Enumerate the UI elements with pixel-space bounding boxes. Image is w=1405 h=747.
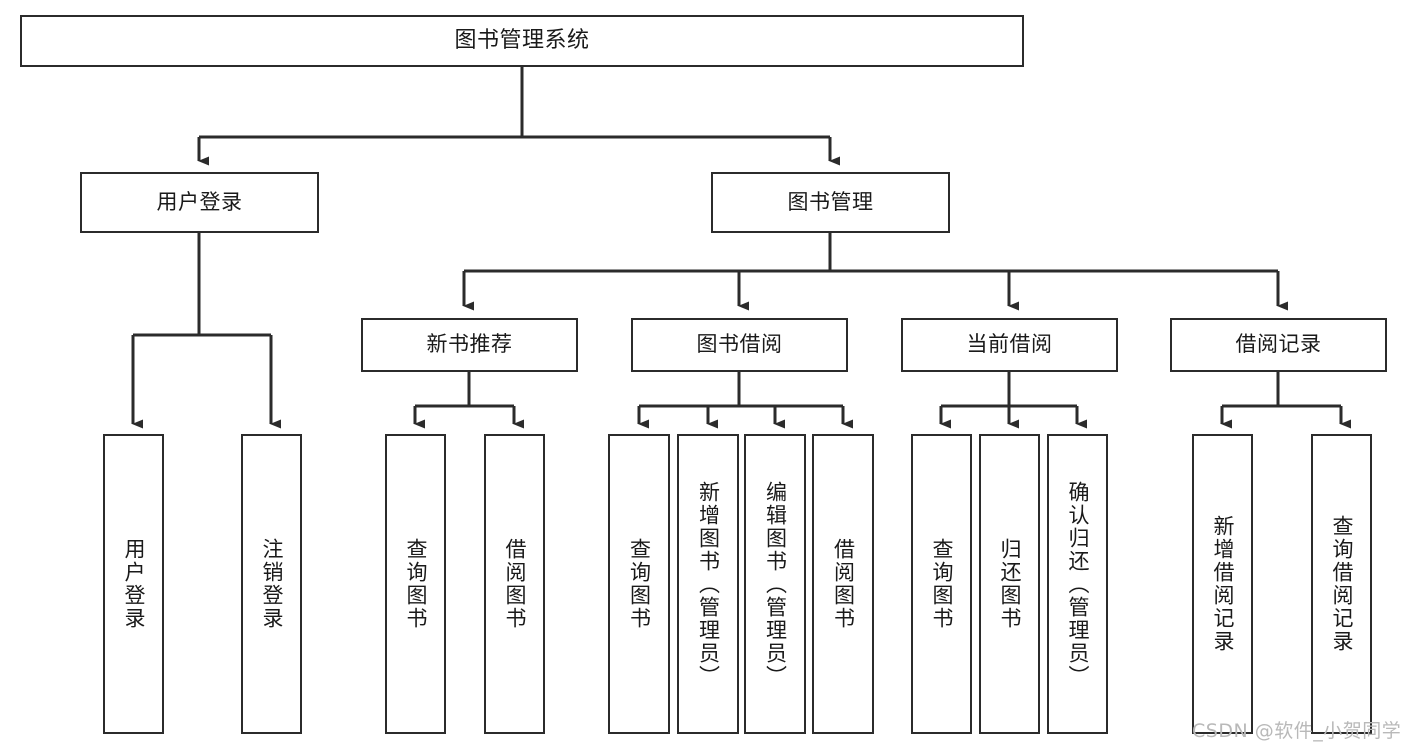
- node-user-login[interactable]: 用户登录: [80, 172, 319, 233]
- node-label: 图书借阅: [696, 332, 783, 357]
- leaf-query-book-recommend[interactable]: 查询图书: [385, 434, 446, 734]
- node-label: 用户登录: [156, 189, 243, 214]
- leaf-confirm-return-admin[interactable]: 确认归还（管理员）: [1047, 434, 1108, 734]
- csdn-watermark: CSDN @软件_小贺同学: [1192, 720, 1402, 742]
- node-label: 注销登录: [260, 538, 284, 630]
- leaf-logout[interactable]: 注销登录: [241, 434, 302, 734]
- node-label: 借阅图书: [831, 538, 856, 630]
- node-label: 归还图书: [998, 538, 1022, 630]
- node-book-borrow[interactable]: 图书借阅: [631, 318, 848, 372]
- node-label: 确认归还（管理员）: [1066, 480, 1090, 688]
- leaf-user-login[interactable]: 用户登录: [103, 434, 164, 734]
- node-label: 新书推荐: [426, 332, 513, 357]
- leaf-add-book-admin[interactable]: 新增图书（管理员）: [677, 434, 739, 734]
- leaf-add-borrow-record[interactable]: 新增借阅记录: [1192, 434, 1253, 734]
- node-current-borrow[interactable]: 当前借阅: [901, 318, 1118, 372]
- leaf-query-book-current[interactable]: 查询图书: [911, 434, 972, 734]
- node-label: 用户登录: [122, 538, 146, 630]
- node-label: 新增借阅记录: [1211, 515, 1235, 653]
- leaf-query-book-borrow[interactable]: 查询图书: [608, 434, 670, 734]
- node-label: 图书管理: [787, 189, 874, 214]
- node-root-system[interactable]: 图书管理系统: [20, 15, 1024, 67]
- node-new-book-recommend[interactable]: 新书推荐: [361, 318, 578, 372]
- node-borrow-records[interactable]: 借阅记录: [1170, 318, 1387, 372]
- node-label: 编辑图书（管理员）: [763, 480, 788, 688]
- leaf-borrow-book[interactable]: 借阅图书: [812, 434, 874, 734]
- node-book-management[interactable]: 图书管理: [711, 172, 950, 233]
- node-label: 当前借阅: [966, 332, 1053, 357]
- leaf-query-borrow-record[interactable]: 查询借阅记录: [1311, 434, 1372, 734]
- node-label: 新增图书（管理员）: [696, 480, 721, 688]
- node-label: 图书管理系统: [454, 27, 590, 53]
- node-label: 查询借阅记录: [1330, 515, 1354, 653]
- leaf-return-book[interactable]: 归还图书: [979, 434, 1040, 734]
- node-label: 借阅记录: [1235, 332, 1322, 357]
- leaf-borrow-book-recommend[interactable]: 借阅图书: [484, 434, 545, 734]
- leaf-edit-book-admin[interactable]: 编辑图书（管理员）: [744, 434, 806, 734]
- node-label: 查询图书: [404, 538, 428, 630]
- node-label: 查询图书: [930, 538, 954, 630]
- node-label: 借阅图书: [503, 538, 527, 630]
- node-label: 查询图书: [627, 538, 652, 630]
